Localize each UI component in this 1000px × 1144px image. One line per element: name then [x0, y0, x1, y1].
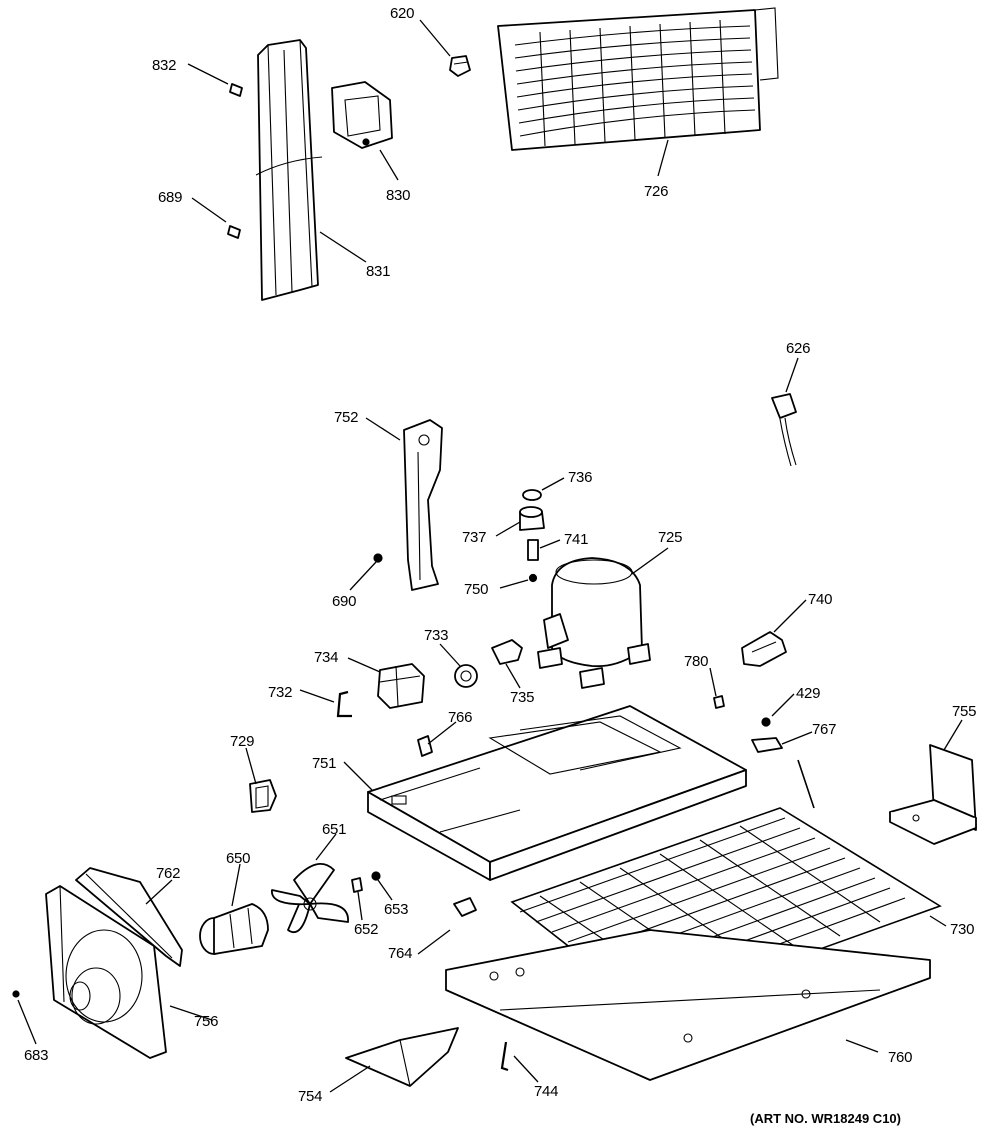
callout-780: 780: [684, 653, 708, 670]
callout-830: 830: [386, 187, 410, 204]
part-737-grommet: [519, 506, 545, 531]
callout-683: 683: [24, 1047, 48, 1064]
part-831-channel: [255, 39, 323, 301]
callout-737: 737: [462, 529, 486, 546]
part-690-screw: [373, 553, 383, 563]
part-744-clip: [500, 1041, 509, 1072]
part-752-bracket: [403, 419, 443, 591]
callout-756: 756: [194, 1013, 218, 1030]
leader-lines: [17, 19, 963, 1093]
part-780-grommet: [713, 695, 725, 709]
part-760-drain-pan: [445, 929, 931, 1081]
callout-725: 725: [658, 529, 682, 546]
part-651-fan-blade: [271, 863, 349, 934]
part-729-clip: [249, 779, 277, 813]
part-725-compressor: [537, 557, 651, 689]
callout-736: 736: [568, 469, 592, 486]
part-762-shroud: [75, 867, 183, 967]
callout-767: 767: [812, 721, 836, 738]
callout-735: 735: [510, 689, 534, 706]
callout-620: 620: [390, 5, 414, 22]
callout-690: 690: [332, 593, 356, 610]
callout-726: 726: [644, 183, 668, 200]
callout-729: 729: [230, 733, 254, 750]
part-767-bracket: [751, 737, 783, 753]
callout-766: 766: [448, 709, 472, 726]
part-626-cord: [771, 393, 797, 467]
part-741-sleeve: [527, 539, 539, 561]
callout-751: 751: [312, 755, 336, 772]
part-734-relay: [377, 663, 425, 709]
art-number-label: (ART NO. WR18249 C10): [750, 1111, 901, 1126]
callout-651: 651: [322, 821, 346, 838]
part-683-screw: [12, 990, 20, 998]
part-429-screw: [761, 717, 771, 727]
callout-689: 689: [158, 189, 182, 206]
part-740-clip: [741, 631, 787, 667]
callout-762: 762: [156, 865, 180, 882]
callout-741: 741: [564, 531, 588, 548]
part-832-screw: [229, 83, 243, 97]
callout-740: 740: [808, 591, 832, 608]
callout-832: 832: [152, 57, 176, 74]
callout-734: 734: [314, 649, 338, 666]
callout-650: 650: [226, 850, 250, 867]
part-751-mounting-plate: [367, 705, 747, 881]
callout-744: 744: [534, 1083, 558, 1100]
part-764-clip: [453, 897, 477, 917]
part-732-clip: [336, 690, 352, 718]
part-755-bracket: [889, 744, 977, 845]
callout-733: 733: [424, 627, 448, 644]
part-726-condenser: [497, 7, 779, 151]
callout-750: 750: [464, 581, 488, 598]
part-620-clip: [449, 55, 471, 77]
callout-labels: 620 832 830 726 689 831 626 752 736 737 …: [24, 5, 976, 1105]
part-756-fan-shroud: [45, 885, 167, 1059]
part-653-screw: [371, 871, 381, 881]
part-652-nut: [351, 877, 363, 893]
callout-760: 760: [888, 1049, 912, 1066]
callout-652: 652: [354, 921, 378, 938]
callout-831: 831: [366, 263, 390, 280]
part-736-grommet: [522, 489, 542, 501]
part-689-screw: [227, 225, 241, 239]
callout-653: 653: [384, 901, 408, 918]
part-650-fan-motor: [199, 903, 269, 955]
part-830-bracket: [331, 81, 393, 149]
part-735-clip: [491, 639, 523, 665]
callout-730: 730: [950, 921, 974, 938]
callout-764: 764: [388, 945, 412, 962]
callout-429: 429: [796, 685, 820, 702]
callout-752-bracket: 752: [334, 409, 358, 426]
callout-732: 732: [268, 684, 292, 701]
callout-754: 754: [298, 1088, 322, 1105]
part-766-clip: [417, 735, 433, 757]
callout-755: 755: [952, 703, 976, 720]
callout-626: 626: [786, 340, 810, 357]
part-754-bracket: [345, 1027, 459, 1087]
part-750-screw: [528, 573, 538, 583]
part-733-overload: [454, 664, 478, 688]
